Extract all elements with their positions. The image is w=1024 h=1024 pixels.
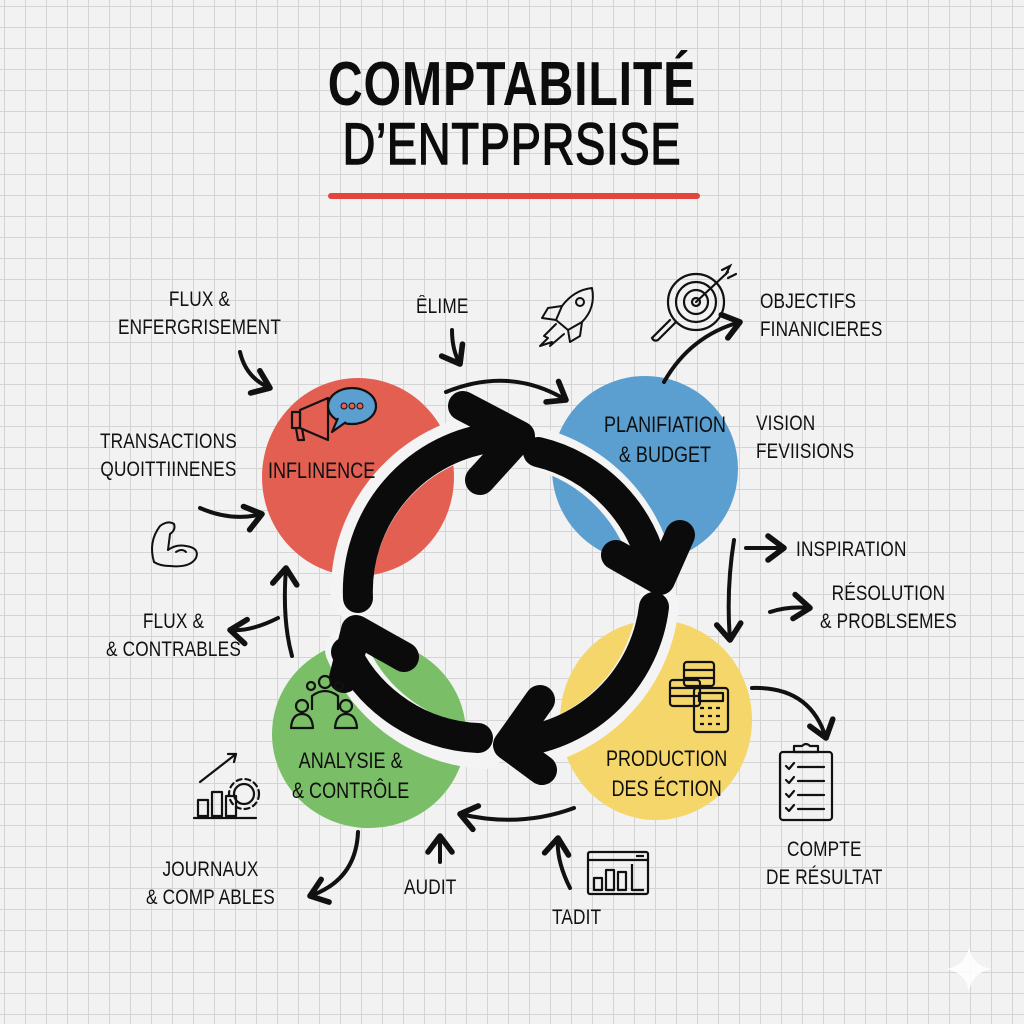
page-subtitle: D’ENTPPRSISE: [342, 111, 682, 178]
flexed-arm-icon: [151, 521, 198, 568]
node-analyse-label: ANALYSIE & & CONTRÔLE: [292, 748, 410, 803]
node-production-label: PRODUCTION DES ÉCTION: [606, 746, 728, 801]
node-influence-label: INFLINENCE: [268, 458, 376, 483]
annotation-flux-contrables: FLUX & & CONTRABLES: [106, 610, 241, 661]
annotation-objectifs: OBJECTIFS FINANICIERES: [760, 290, 883, 341]
target-magnifier-icon: [650, 263, 738, 342]
annotation-resolution: RÉSOLUTION & PROBLSEMES: [820, 582, 957, 633]
megaphone-speech-bubble-icon: [290, 386, 378, 442]
annotation-transactions: TRANSACTIONS QUOITTIINENES: [100, 430, 237, 481]
annotation-compte-resultat: COMPTE DE RÉSULTAT: [766, 838, 883, 889]
node-planification-label: PLANIFIATION & BUDGET: [604, 412, 726, 467]
annotation-blime: ÊLIME: [416, 295, 469, 318]
money-stack-calculator-icon: [668, 660, 730, 734]
dashboard-bar-chart-icon: [586, 850, 650, 896]
annotation-inspiration: INSPIRATION: [796, 538, 907, 561]
title-underline: [328, 193, 700, 199]
annotation-tadit: TADIT: [552, 906, 602, 929]
clipboard-checklist-icon: [778, 742, 834, 822]
annotation-flux-enregistrement: FLUX & ENFERGRISEMENT: [118, 288, 282, 339]
annotation-vision: VISION FEVIISIONS: [756, 412, 855, 463]
rocket-icon: [539, 287, 594, 347]
team-group-icon: [290, 674, 359, 730]
annotation-audit: AUDIT: [404, 876, 457, 899]
page-title: COMPTABILITÉ: [327, 50, 697, 119]
arc-influence-to-plan: [342, 422, 512, 613]
chart-growth-gear-icon: [192, 752, 261, 820]
sparkle-icon: [946, 946, 992, 992]
annotation-journaux: JOURNAUX & COMP ABLES: [146, 858, 275, 909]
